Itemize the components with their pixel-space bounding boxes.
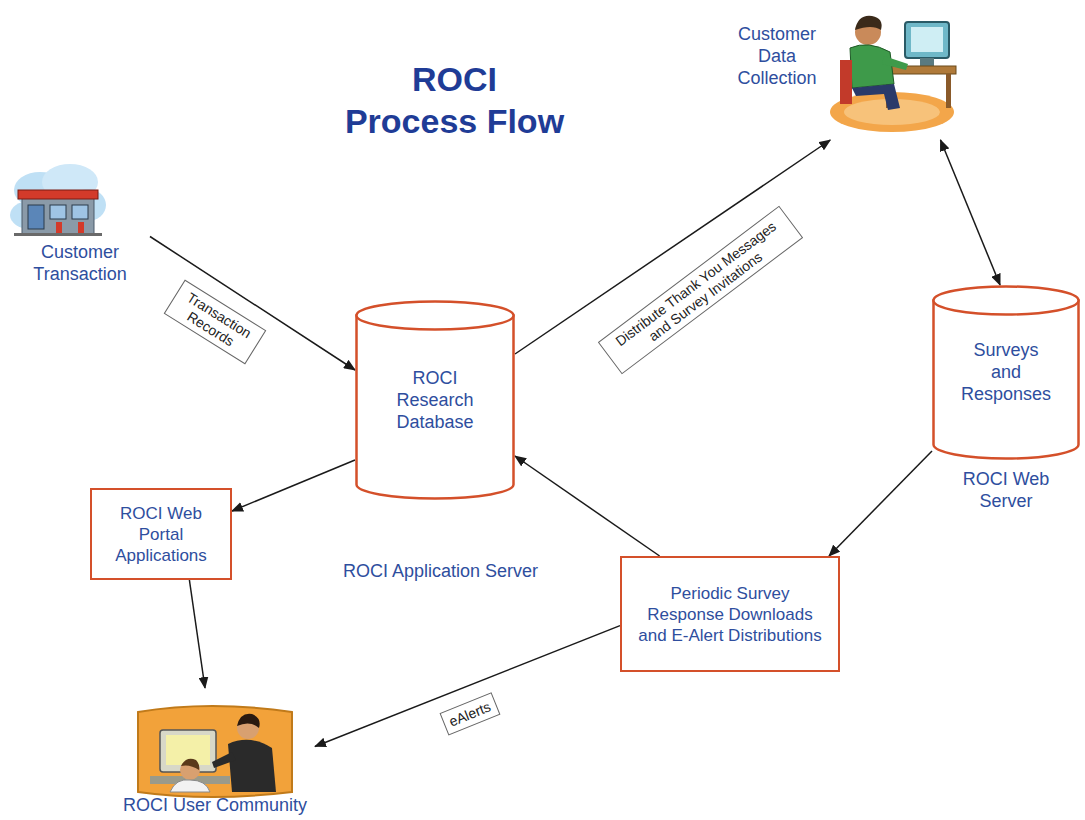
flow-arrow	[315, 626, 620, 747]
node-caption: Customer Transaction	[10, 241, 150, 285]
flow-arrow	[189, 580, 205, 688]
user-community-icon	[138, 706, 292, 797]
cylinder-body	[357, 316, 514, 499]
flow-arrow	[515, 456, 660, 556]
gas-station-icon	[10, 164, 106, 236]
cylinder-top	[357, 302, 514, 330]
icon-node: ROCI User Community	[115, 688, 315, 818]
edge-label: Transaction Records	[164, 280, 267, 365]
process-box: ROCI Web Portal Applications	[90, 488, 232, 580]
database-label: Surveys and Responses	[960, 339, 1052, 405]
icon-node: Customer Data Collection	[720, 5, 965, 140]
node-caption: ROCI User Community	[115, 794, 315, 816]
flow-arrow	[232, 460, 355, 511]
node-caption: Customer Data Collection	[722, 23, 832, 89]
server-label: ROCI Application Server	[343, 560, 538, 582]
diagram-title: ROCI Process Flow	[343, 58, 566, 142]
flow-arrow	[150, 237, 355, 371]
icon-node: Customer Transaction	[10, 165, 150, 295]
process-label: ROCI Web Portal Applications	[100, 499, 222, 570]
edge-label: Distribute Thank You Messages and Survey…	[597, 206, 802, 375]
cylinder-body	[934, 301, 1079, 459]
database-label: ROCI Research Database	[380, 367, 490, 433]
flow-arrow	[829, 451, 932, 556]
person-at-computer-icon	[830, 16, 956, 132]
process-label: Periodic Survey Response Downloads and E…	[630, 579, 830, 650]
cylinder-top	[934, 287, 1079, 315]
server-caption: ROCI Web Server	[956, 468, 1056, 512]
edge-label: eAlerts	[440, 692, 501, 735]
flow-arrow	[941, 140, 1001, 285]
database-cylinder: ROCI Research Database	[355, 300, 515, 500]
database-cylinder: Surveys and ResponsesROCI Web Server	[932, 285, 1080, 522]
process-box: Periodic Survey Response Downloads and E…	[620, 556, 840, 672]
